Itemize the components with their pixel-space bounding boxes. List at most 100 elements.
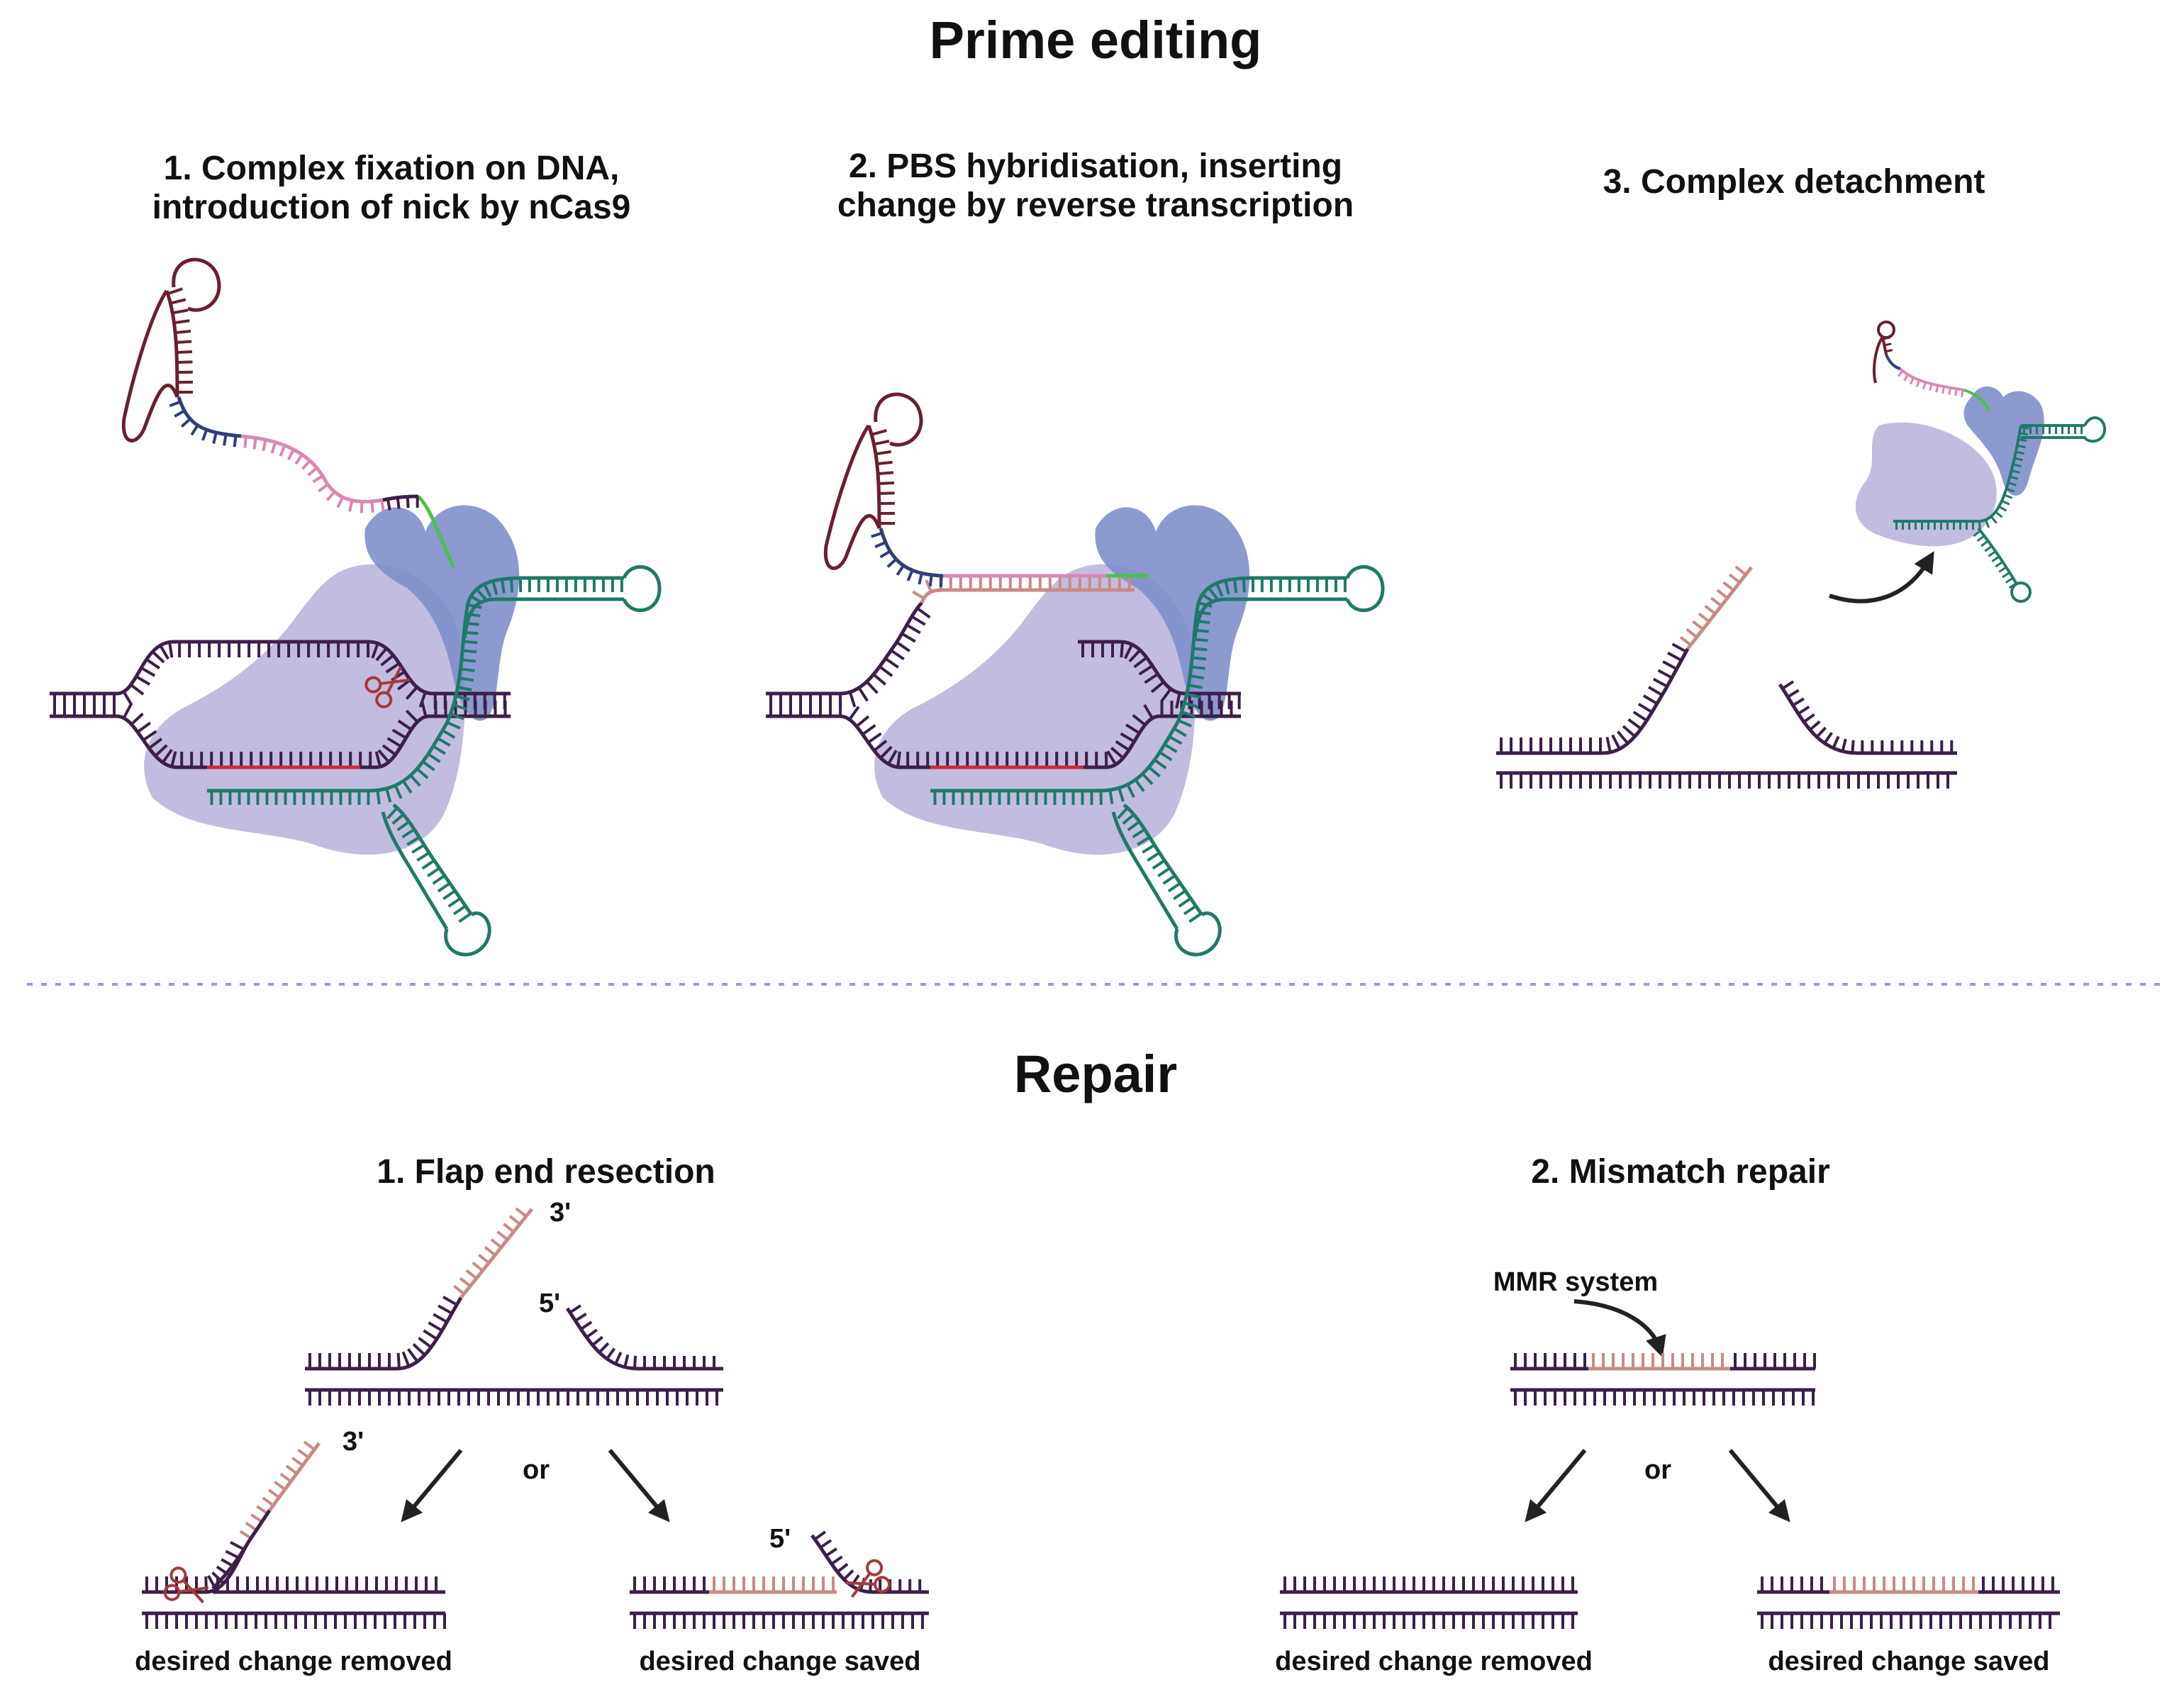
mmr-arrow-right bbox=[1728, 1449, 1790, 1523]
base-pair-ticks bbox=[453, 1207, 528, 1296]
base-pair-ticks bbox=[933, 577, 1347, 806]
base-pair-tick-marks bbox=[308, 1390, 718, 1406]
base-pair-ticks bbox=[713, 1576, 835, 1592]
dna-left-top-2 bbox=[766, 601, 923, 696]
base-pair-ticks bbox=[1973, 530, 2017, 589]
base-pair-tick-marks bbox=[1592, 1353, 1724, 1369]
mmr-arrow bbox=[1573, 1299, 1666, 1358]
base-pair-ticks bbox=[1895, 425, 2029, 530]
mmr-removed-caption: desired change removed bbox=[1275, 1647, 1593, 1676]
base-pair-tick-marks bbox=[216, 1576, 438, 1592]
base-pair-ticks bbox=[53, 701, 507, 767]
base-pair-ticks bbox=[1982, 1576, 2054, 1592]
cas9-body-2 bbox=[874, 564, 1196, 855]
cas9-lobe-3 bbox=[1963, 386, 2044, 496]
flap-removed-scissors-icon bbox=[163, 1567, 209, 1603]
base-pair-tick-marks bbox=[1761, 1576, 1823, 1592]
edit-flap-3 bbox=[1686, 566, 1753, 650]
base-pair-ticks bbox=[386, 496, 419, 511]
base-pair-tick-marks bbox=[1500, 773, 1949, 789]
cas9-lobe bbox=[364, 505, 520, 721]
sgrna-spacer-strand bbox=[207, 576, 624, 793]
flap-resection-illustration: 3' 5' or 3' desired change removed 5' de… bbox=[135, 1198, 929, 1676]
base-pair-tick-marks bbox=[239, 1440, 316, 1540]
base-pair-ticks bbox=[145, 1613, 446, 1629]
base-pair-ticks bbox=[633, 1613, 924, 1629]
flap-dna-top bbox=[305, 1296, 463, 1371]
flap-saved-5prime-label: 5' bbox=[769, 1524, 791, 1554]
sgrna-upper-return-2 bbox=[1193, 597, 1347, 639]
base-pair-tick-marks bbox=[1973, 530, 2017, 589]
base-pair-ticks bbox=[1117, 806, 1203, 923]
sgrna-lower-loop-2 bbox=[1174, 911, 1222, 957]
base-pair-tick-marks bbox=[1117, 806, 1203, 923]
base-pair-ticks bbox=[1514, 1390, 1815, 1406]
mmr-or-label: or bbox=[1644, 1455, 1671, 1485]
rtt-segment bbox=[240, 434, 384, 503]
base-pair-ticks bbox=[633, 1576, 706, 1592]
base-pair-ticks bbox=[871, 531, 943, 587]
detachment-arrow bbox=[1829, 551, 1934, 603]
base-pair-tick-marks bbox=[569, 1304, 715, 1369]
base-pair-ticks bbox=[1897, 370, 1964, 397]
base-pair-ticks bbox=[1781, 680, 1954, 753]
flap-arrow-left bbox=[401, 1449, 463, 1523]
base-pair-ticks bbox=[1679, 565, 1747, 647]
base-pair-tick-marks bbox=[145, 1613, 446, 1629]
pbs-segment-3 bbox=[1885, 354, 1901, 370]
pegrna-arm-2 bbox=[823, 424, 881, 570]
base-pair-tick-marks bbox=[2023, 425, 2083, 434]
sgrna-upper-loop bbox=[622, 565, 662, 612]
rt-hybrid-strand bbox=[920, 588, 1135, 603]
step3-title: 3. Complex detachment bbox=[1603, 163, 1985, 201]
flap-saved-caption: desired change saved bbox=[639, 1647, 920, 1676]
flap-resection-title: 1. Flap end resection bbox=[377, 1153, 715, 1191]
pegrna-link bbox=[382, 494, 419, 502]
sgrna-body-3 bbox=[1893, 425, 2022, 523]
base-pair-tick-marks bbox=[453, 1207, 528, 1296]
sgrna-lower-return-2 bbox=[1111, 811, 1179, 930]
sgrna-spacer-2 bbox=[930, 576, 1347, 793]
pegrna-loop-3 bbox=[1877, 321, 1895, 339]
base-pair-ticks bbox=[386, 806, 472, 923]
cas9-lobe-2 bbox=[1095, 505, 1250, 721]
base-pair-tick-marks bbox=[1781, 680, 1954, 753]
base-pair-ticks bbox=[1500, 642, 1687, 753]
base-pair-tick-marks bbox=[871, 531, 943, 587]
base-pair-tick-marks bbox=[1500, 642, 1687, 753]
flap-saved-5prime bbox=[810, 1534, 929, 1594]
base-pair-tick-marks bbox=[1761, 1613, 2051, 1629]
nick-scissors-icon bbox=[364, 666, 411, 708]
flap-saved-scissors-icon bbox=[845, 1559, 891, 1598]
sgrna-upper-loop-2 bbox=[1345, 565, 1385, 612]
base-pair-tick-marks bbox=[633, 1613, 924, 1629]
sgrna-lower-stem bbox=[392, 803, 474, 916]
pbs-segment bbox=[177, 396, 242, 438]
flap-5prime bbox=[565, 1307, 723, 1371]
base-pair-ticks bbox=[1734, 1353, 1816, 1369]
base-pair-ticks bbox=[1283, 1576, 1574, 1592]
pegrna-loop-2 bbox=[874, 392, 923, 447]
mismatch-repair-title: 2. Mismatch repair bbox=[1531, 1153, 1830, 1191]
prime-editing-title: Prime editing bbox=[930, 11, 1262, 69]
base-pair-tick-marks bbox=[386, 496, 419, 511]
base-pair-ticks bbox=[1514, 1353, 1586, 1369]
pegrna-scaffold-3 bbox=[1881, 336, 1888, 355]
sgrna-lower-3 bbox=[1977, 527, 2019, 586]
base-pair-tick-marks bbox=[1514, 1390, 1815, 1406]
base-pair-ticks bbox=[308, 1296, 458, 1369]
pegrna-scaffold bbox=[165, 290, 179, 398]
spacer-segment bbox=[417, 495, 456, 569]
base-pair-tick-marks bbox=[53, 701, 507, 767]
base-pair-tick-marks bbox=[243, 436, 385, 513]
flap-3prime-label: 3' bbox=[550, 1198, 571, 1228]
flap-removed-caption: desired change removed bbox=[135, 1647, 452, 1676]
base-pair-tick-marks bbox=[1897, 370, 1964, 397]
pbs-segment-2 bbox=[879, 528, 944, 578]
base-pair-tick-marks bbox=[1734, 1353, 1816, 1369]
step1-title-line2: introduction of nick by nCas9 bbox=[152, 189, 631, 226]
step1-title-line1: 1. Complex fixation on DNA, bbox=[164, 150, 620, 187]
prime-editing-step1-illustration bbox=[50, 257, 662, 957]
flap-arrow-right bbox=[608, 1449, 670, 1523]
